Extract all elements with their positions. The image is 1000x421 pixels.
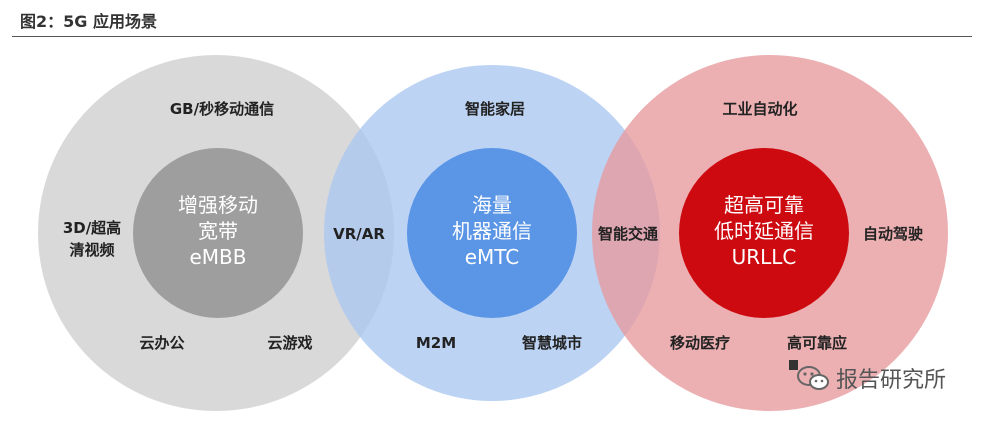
embb-left-label-line-1: 3D/超高 <box>63 219 121 237</box>
overlap-embb-mmtc-label: VR/AR <box>333 225 385 243</box>
embb-core-line-1: 增强移动 <box>178 193 258 217</box>
mmtc-core-line-1: 海量 <box>472 193 512 217</box>
watermark-text: 报告研究所 <box>836 368 947 393</box>
overlap-mmtc-urllc-label: 智能交通 <box>598 225 658 243</box>
urllc-core-line-2: 低时延通信 <box>714 219 814 243</box>
title-divider <box>12 36 972 37</box>
urllc-bottom-left-label: 移动医疗 <box>670 334 730 352</box>
mmtc-core-line-2: 机器通信 <box>452 219 532 243</box>
watermark: 报告研究所 <box>796 362 946 394</box>
embb-top-label: GB/秒移动通信 <box>170 100 274 118</box>
mmtc-bottom-right-label: 智慧城市 <box>522 334 582 352</box>
mmtc-core-circle <box>407 148 577 318</box>
figure-title: 图2：5G 应用场景 <box>20 12 157 31</box>
urllc-core-line-3: URLLC <box>732 245 797 269</box>
urllc-core-circle <box>679 148 849 318</box>
mmtc-bottom-left-label: M2M <box>416 334 456 352</box>
embb-core-circle <box>133 148 303 318</box>
urllc-top-label: 工业自动化 <box>722 100 797 118</box>
embb-core-line-2: 宽带 <box>198 219 238 243</box>
urllc-bottom-right-label: 高可靠应 <box>787 334 847 352</box>
embb-bottom-left-label: 云办公 <box>139 334 184 352</box>
urllc-core-line-1: 超高可靠 <box>724 193 804 217</box>
urllc-right-label: 自动驾驶 <box>863 225 923 243</box>
small-marker-icon <box>789 360 798 370</box>
embb-left-label-line-2: 清视频 <box>69 241 114 259</box>
embb-bottom-right-label: 云游戏 <box>267 334 312 352</box>
mmtc-top-label: 智能家居 <box>465 100 525 118</box>
embb-core-line-3: eMBB <box>189 245 246 269</box>
mmtc-core-line-3: eMTC <box>465 245 520 269</box>
wechat-icon <box>797 366 829 390</box>
